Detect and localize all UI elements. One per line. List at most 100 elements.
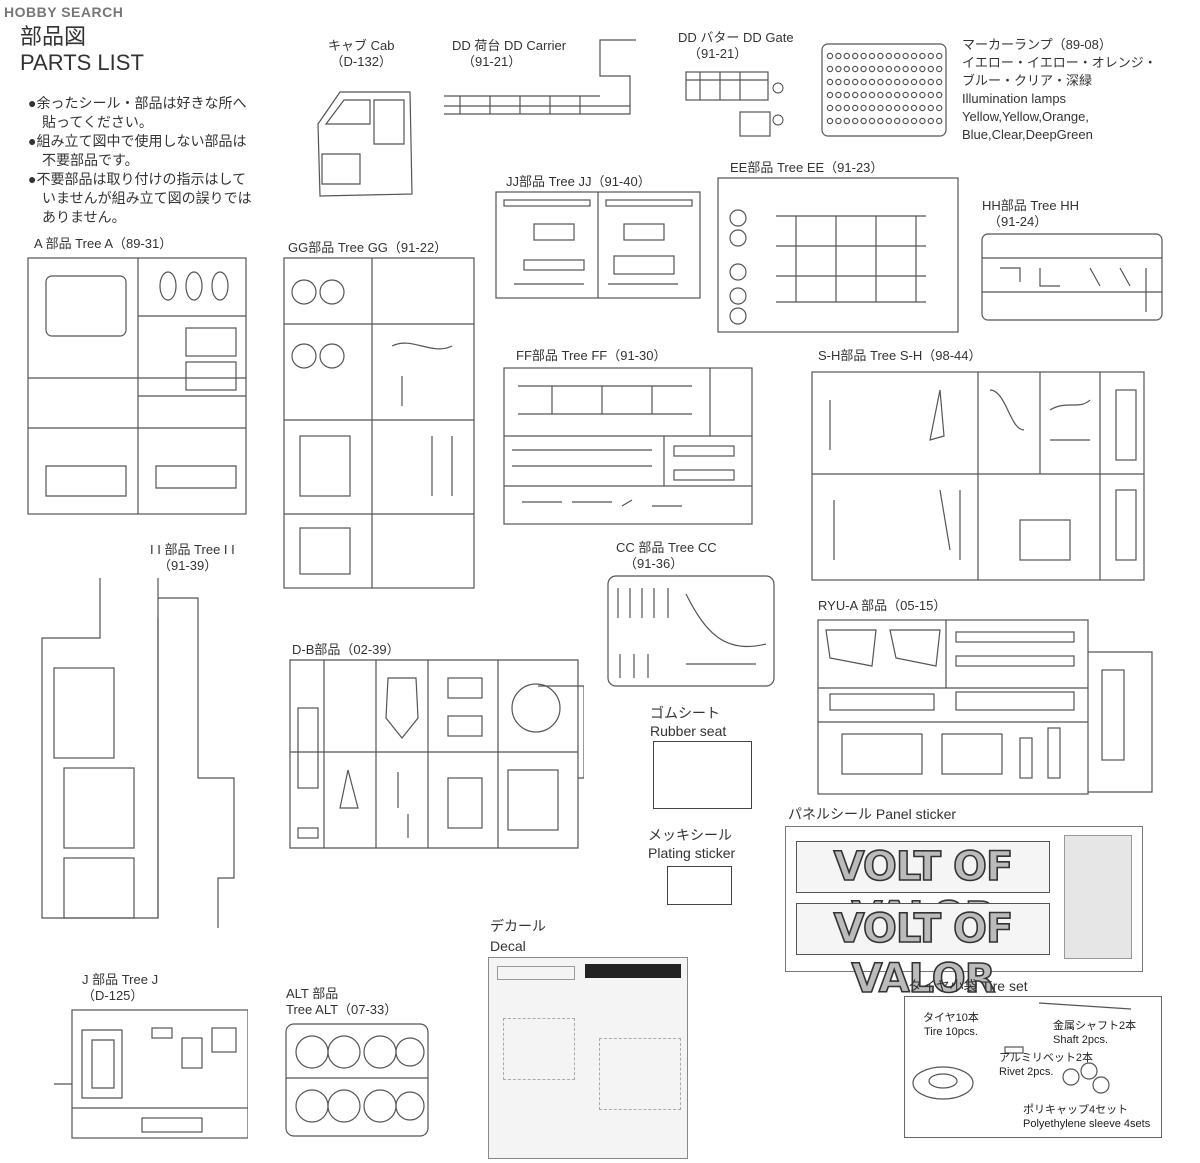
dd-gate-label: DD バター DD Gate （91-21） — [678, 30, 794, 61]
marker-lamp — [910, 104, 918, 112]
plating-sticker-box — [667, 866, 732, 905]
tree-ff-label: FF部品 Tree FF（91-30） — [516, 348, 667, 363]
marker-lamp — [860, 65, 867, 73]
marker-lamp — [902, 117, 909, 125]
marker-lamp — [910, 65, 918, 73]
marker-lamp — [835, 78, 842, 86]
panel-sticker-artwork — [1064, 835, 1132, 959]
marker-lamp — [885, 78, 893, 86]
notes-block: ●余ったシール・部品は好きな所へ 貼ってください。 ●組み立て図中で使用しない部… — [28, 94, 288, 227]
marker-lamp — [919, 117, 926, 125]
marker-lamp — [935, 52, 943, 60]
marker-lamp — [902, 91, 909, 99]
marker-lamp — [910, 78, 918, 86]
marker-lamp — [927, 78, 935, 86]
marker-lamp — [902, 78, 909, 86]
marker-lamps-drawing — [821, 43, 947, 137]
marker-lamp — [843, 78, 850, 86]
poly-sleeve-drawing — [1062, 1068, 1080, 1086]
marker-lamp — [852, 104, 859, 112]
tree-alt-label: ALT 部品 Tree ALT（07-33） — [286, 986, 398, 1017]
panel-sticker-strip: VOLT OF VALOR — [796, 841, 1050, 941]
decal-banner — [585, 964, 681, 978]
tire-drawing — [912, 1066, 974, 1100]
marker-lamp — [835, 65, 842, 73]
tree-sh-label: S-H部品 Tree S-H（98-44） — [818, 348, 982, 363]
marker-lamp — [852, 65, 859, 73]
panel-sticker-label: パネルシール Panel sticker — [788, 806, 957, 822]
tree-ryua-label: RYU-A 部品（05-15） — [818, 598, 947, 613]
marker-lamp — [935, 91, 943, 99]
tree-j-sprue — [54, 1009, 248, 1139]
tree-ee-sprue — [717, 177, 959, 333]
marker-lamp — [835, 52, 842, 60]
marker-lamp — [927, 91, 935, 99]
cab-drawing — [317, 91, 413, 197]
marker-lamp — [877, 78, 884, 86]
shaft-note: 金属シャフト2本 Shaft 2pcs. — [1053, 1020, 1137, 1046]
tire-set-label: タイヤ小袋 Tire set — [908, 978, 1028, 994]
tree-sh-sprue — [811, 371, 1145, 581]
marker-lamp — [826, 91, 834, 99]
tree-ee-label: EE部品 Tree EE（91-23） — [730, 160, 884, 175]
poly-note: ポリキャップ4セット Polyethylene sleeve 4sets — [1023, 1104, 1151, 1130]
dd-carrier-label: DD 荷台 DD Carrier （91-21） — [452, 38, 567, 69]
tree-ii-label: I I 部品 Tree I I （91-39） — [150, 542, 235, 573]
marker-lamp — [885, 117, 893, 125]
marker-lamp — [919, 91, 926, 99]
marker-lamp — [885, 91, 893, 99]
marker-lamp — [860, 104, 867, 112]
rubber-seat-box — [653, 741, 752, 809]
marker-lamp — [927, 65, 935, 73]
tree-a-sprue — [27, 257, 247, 515]
rivet-note: アルミリベット2本 Rivet 2pcs. — [999, 1052, 1094, 1078]
note-line: ●余ったシール・部品は好きな所へ — [28, 95, 247, 111]
marker-lamp — [835, 91, 842, 99]
marker-lamp — [843, 91, 850, 99]
marker-lamp — [868, 117, 876, 125]
marker-lamp — [835, 104, 842, 112]
tire-set-box: タイヤ10本 Tire 10pcs. 金属シャフト2本 Shaft 2pcs. … — [904, 996, 1162, 1138]
marker-lamp — [877, 91, 884, 99]
marker-lamp — [868, 65, 876, 73]
marker-lamp — [877, 104, 884, 112]
marker-lamp — [877, 52, 884, 60]
marker-lamp — [893, 91, 901, 99]
panel-sticker-sheet: VOLT OF VALOR VOLT OF VALOR — [785, 826, 1143, 1003]
marker-lamp — [893, 52, 901, 60]
marker-lamp — [843, 117, 850, 125]
note-line: いませんが組み立て図の誤りでは — [28, 190, 252, 206]
marker-lamp — [843, 65, 850, 73]
title-en: PARTS LIST — [20, 50, 144, 75]
tire-set-drawing — [912, 1002, 1132, 1100]
marker-lamp — [935, 104, 943, 112]
dd-carrier-drawing — [444, 39, 636, 115]
marker-lamp — [919, 78, 926, 86]
tree-ryua-sprue — [817, 619, 1153, 795]
marker-lamp — [860, 78, 867, 86]
site-logo: HOBBY SEARCH — [4, 4, 124, 20]
marker-lamp — [826, 52, 834, 60]
marker-lamp — [852, 91, 859, 99]
tree-ii-sprue — [41, 578, 235, 928]
marker-lamp — [935, 117, 943, 125]
page-title: 部品図 PARTS LIST — [20, 24, 144, 76]
marker-lamp — [902, 52, 909, 60]
marker-lamp — [910, 52, 918, 60]
rubber-seat-label: ゴムシート Rubber seat — [650, 705, 727, 739]
decal-sheet — [488, 957, 688, 1159]
panel-sticker-strip: VOLT OF VALOR — [796, 903, 1050, 1003]
decal-label: デカール Decal — [490, 918, 546, 954]
marker-lamp — [935, 65, 943, 73]
note-line: 貼ってください。 — [28, 114, 153, 130]
marker-lamp — [927, 104, 935, 112]
marker-lamp — [826, 65, 834, 73]
note-line: ●組み立て図中で使用しない部品は — [28, 133, 247, 149]
shaft-drawing — [1038, 1002, 1132, 1010]
marker-lamp — [835, 117, 842, 125]
marker-lamp — [826, 104, 834, 112]
marker-lamp — [877, 117, 884, 125]
marker-lamp — [826, 117, 834, 125]
marker-lamp — [893, 117, 901, 125]
note-line: ●不要部品は取り付けの指示はして — [28, 171, 247, 187]
